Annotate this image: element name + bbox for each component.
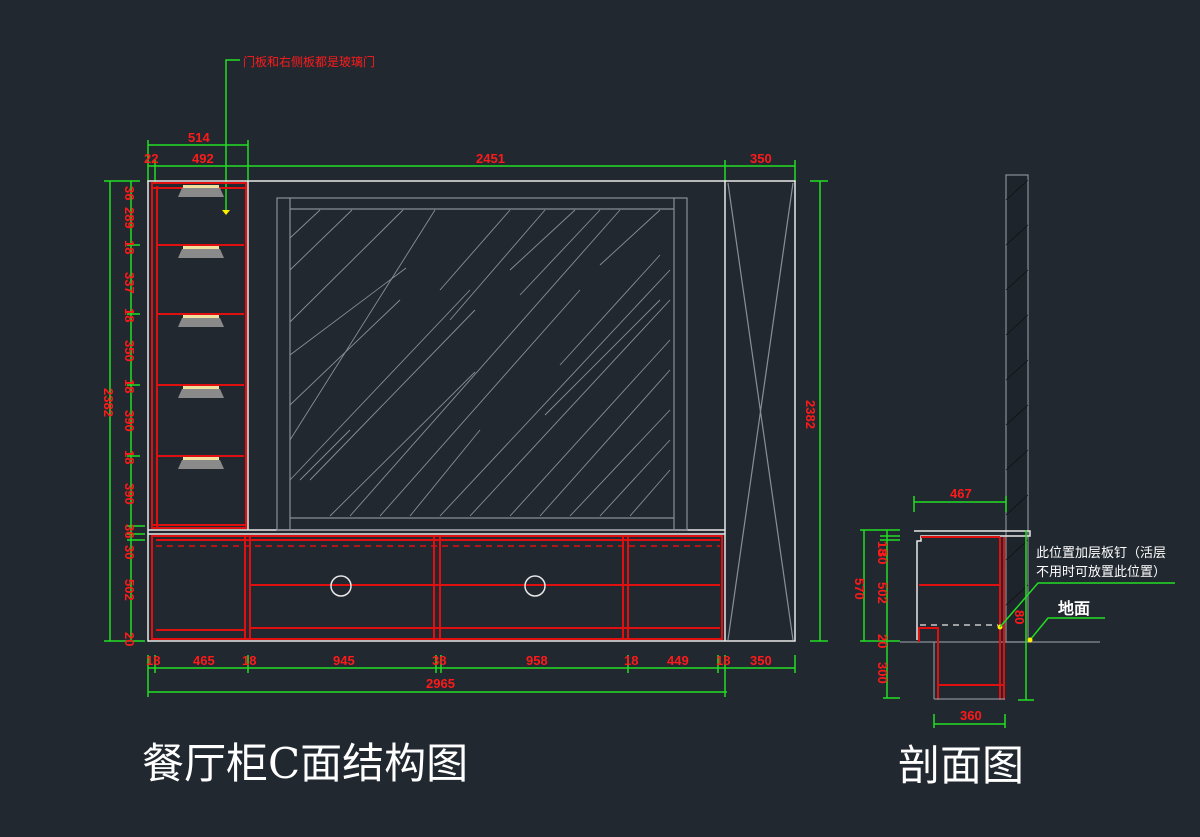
shelf-pin-note-line1: 此位置加层板钉（活层 <box>1036 546 1166 561</box>
bottom-dimension-texts: 18 465 18 945 38 958 18 449 18 350 2965 <box>146 653 772 691</box>
top-dimension-lines <box>147 140 796 182</box>
dim-left-18-d: 18 <box>122 450 137 464</box>
dim-left-350: 350 <box>122 340 137 362</box>
glass-hatch-lines <box>289 209 671 517</box>
dim-left-337: 337 <box>122 272 137 294</box>
dim-left-36-b: 36 <box>122 524 137 538</box>
dim-top-2451: 2451 <box>476 151 505 166</box>
left-vertical-dimension-texts: 36 289 18 337 18 350 18 390 18 390 36 30… <box>101 186 137 646</box>
dim-left-20: 20 <box>122 632 137 646</box>
left-shelf-cabinet <box>151 182 247 529</box>
lower-cabinet <box>151 535 723 640</box>
shelf-light <box>178 246 224 258</box>
dim-bottom-465: 465 <box>193 653 215 668</box>
dim-bottom-945: 945 <box>333 653 355 668</box>
shelf-pin-note-line2: 不用时可放置此位置） <box>1036 565 1166 580</box>
dim-top-22: 22 <box>144 151 158 166</box>
drawer-handle-left <box>330 575 352 597</box>
dim-bottom-350: 350 <box>750 653 772 668</box>
dim-section-467: 467 <box>950 486 972 501</box>
section-wall <box>900 174 1100 643</box>
dim-bottom-38: 38 <box>432 653 446 668</box>
dim-section-18: 18 <box>875 541 890 555</box>
center-glass-panel <box>276 197 688 531</box>
dim-section-30: 30 <box>875 550 890 564</box>
dim-top-350: 350 <box>750 151 772 166</box>
dim-left-30: 30 <box>122 545 137 559</box>
dim-bottom-449: 449 <box>667 653 689 668</box>
dim-bottom-18-a: 18 <box>146 653 160 668</box>
dim-right-overall-2382: 2382 <box>803 400 818 429</box>
door-note-leader <box>222 59 240 215</box>
section-dimension-texts: 467 18 30 502 20 570 300 360 80 <box>852 486 1027 723</box>
dim-left-overall-2382: 2382 <box>101 388 116 417</box>
shelf-light <box>178 386 224 398</box>
dim-left-18-c: 18 <box>122 379 137 393</box>
shelf-light <box>178 457 224 469</box>
bottom-dimension-lines <box>147 655 796 697</box>
drawer-handle-right <box>524 575 546 597</box>
dim-bottom-overall-2965: 2965 <box>426 676 455 691</box>
dim-section-20: 20 <box>875 634 890 648</box>
dim-left-390-b: 390 <box>122 483 137 505</box>
dim-left-502: 502 <box>122 579 137 601</box>
shelf-light-fixtures <box>178 185 224 469</box>
shelf-light <box>178 315 224 327</box>
dim-section-300: 300 <box>875 662 890 684</box>
dim-left-36: 36 <box>122 186 137 200</box>
dim-section-570: 570 <box>852 578 867 600</box>
dim-left-390-a: 390 <box>122 410 137 432</box>
right-glass-cabinet <box>727 182 794 641</box>
dim-section-360: 360 <box>960 708 982 723</box>
section-title: 剖面图 <box>898 741 1024 790</box>
section-note-leaders <box>999 582 1175 643</box>
door-note-text: 门板和右侧板都是玻璃门 <box>243 54 375 69</box>
elevation-title: 餐厅柜C面结构图 <box>142 739 468 788</box>
dim-left-18-b: 18 <box>122 308 137 322</box>
dim-left-289: 289 <box>122 207 137 229</box>
dim-bottom-18-b: 18 <box>242 653 256 668</box>
dim-section-502: 502 <box>875 582 890 604</box>
shelf-light <box>178 185 224 197</box>
section-dimension-lines <box>860 496 1034 728</box>
dim-bottom-958: 958 <box>526 653 548 668</box>
dim-top-492: 492 <box>192 151 214 166</box>
left-vertical-dimension-lines <box>104 180 145 642</box>
dim-top-514: 514 <box>188 130 210 145</box>
dim-bottom-18-d: 18 <box>716 653 730 668</box>
dim-section-80: 80 <box>1012 610 1027 624</box>
right-vertical-dimension <box>810 180 828 642</box>
floor-label: 地面 <box>1058 599 1090 618</box>
dim-left-18-a: 18 <box>122 240 137 254</box>
dim-bottom-18-c: 18 <box>624 653 638 668</box>
